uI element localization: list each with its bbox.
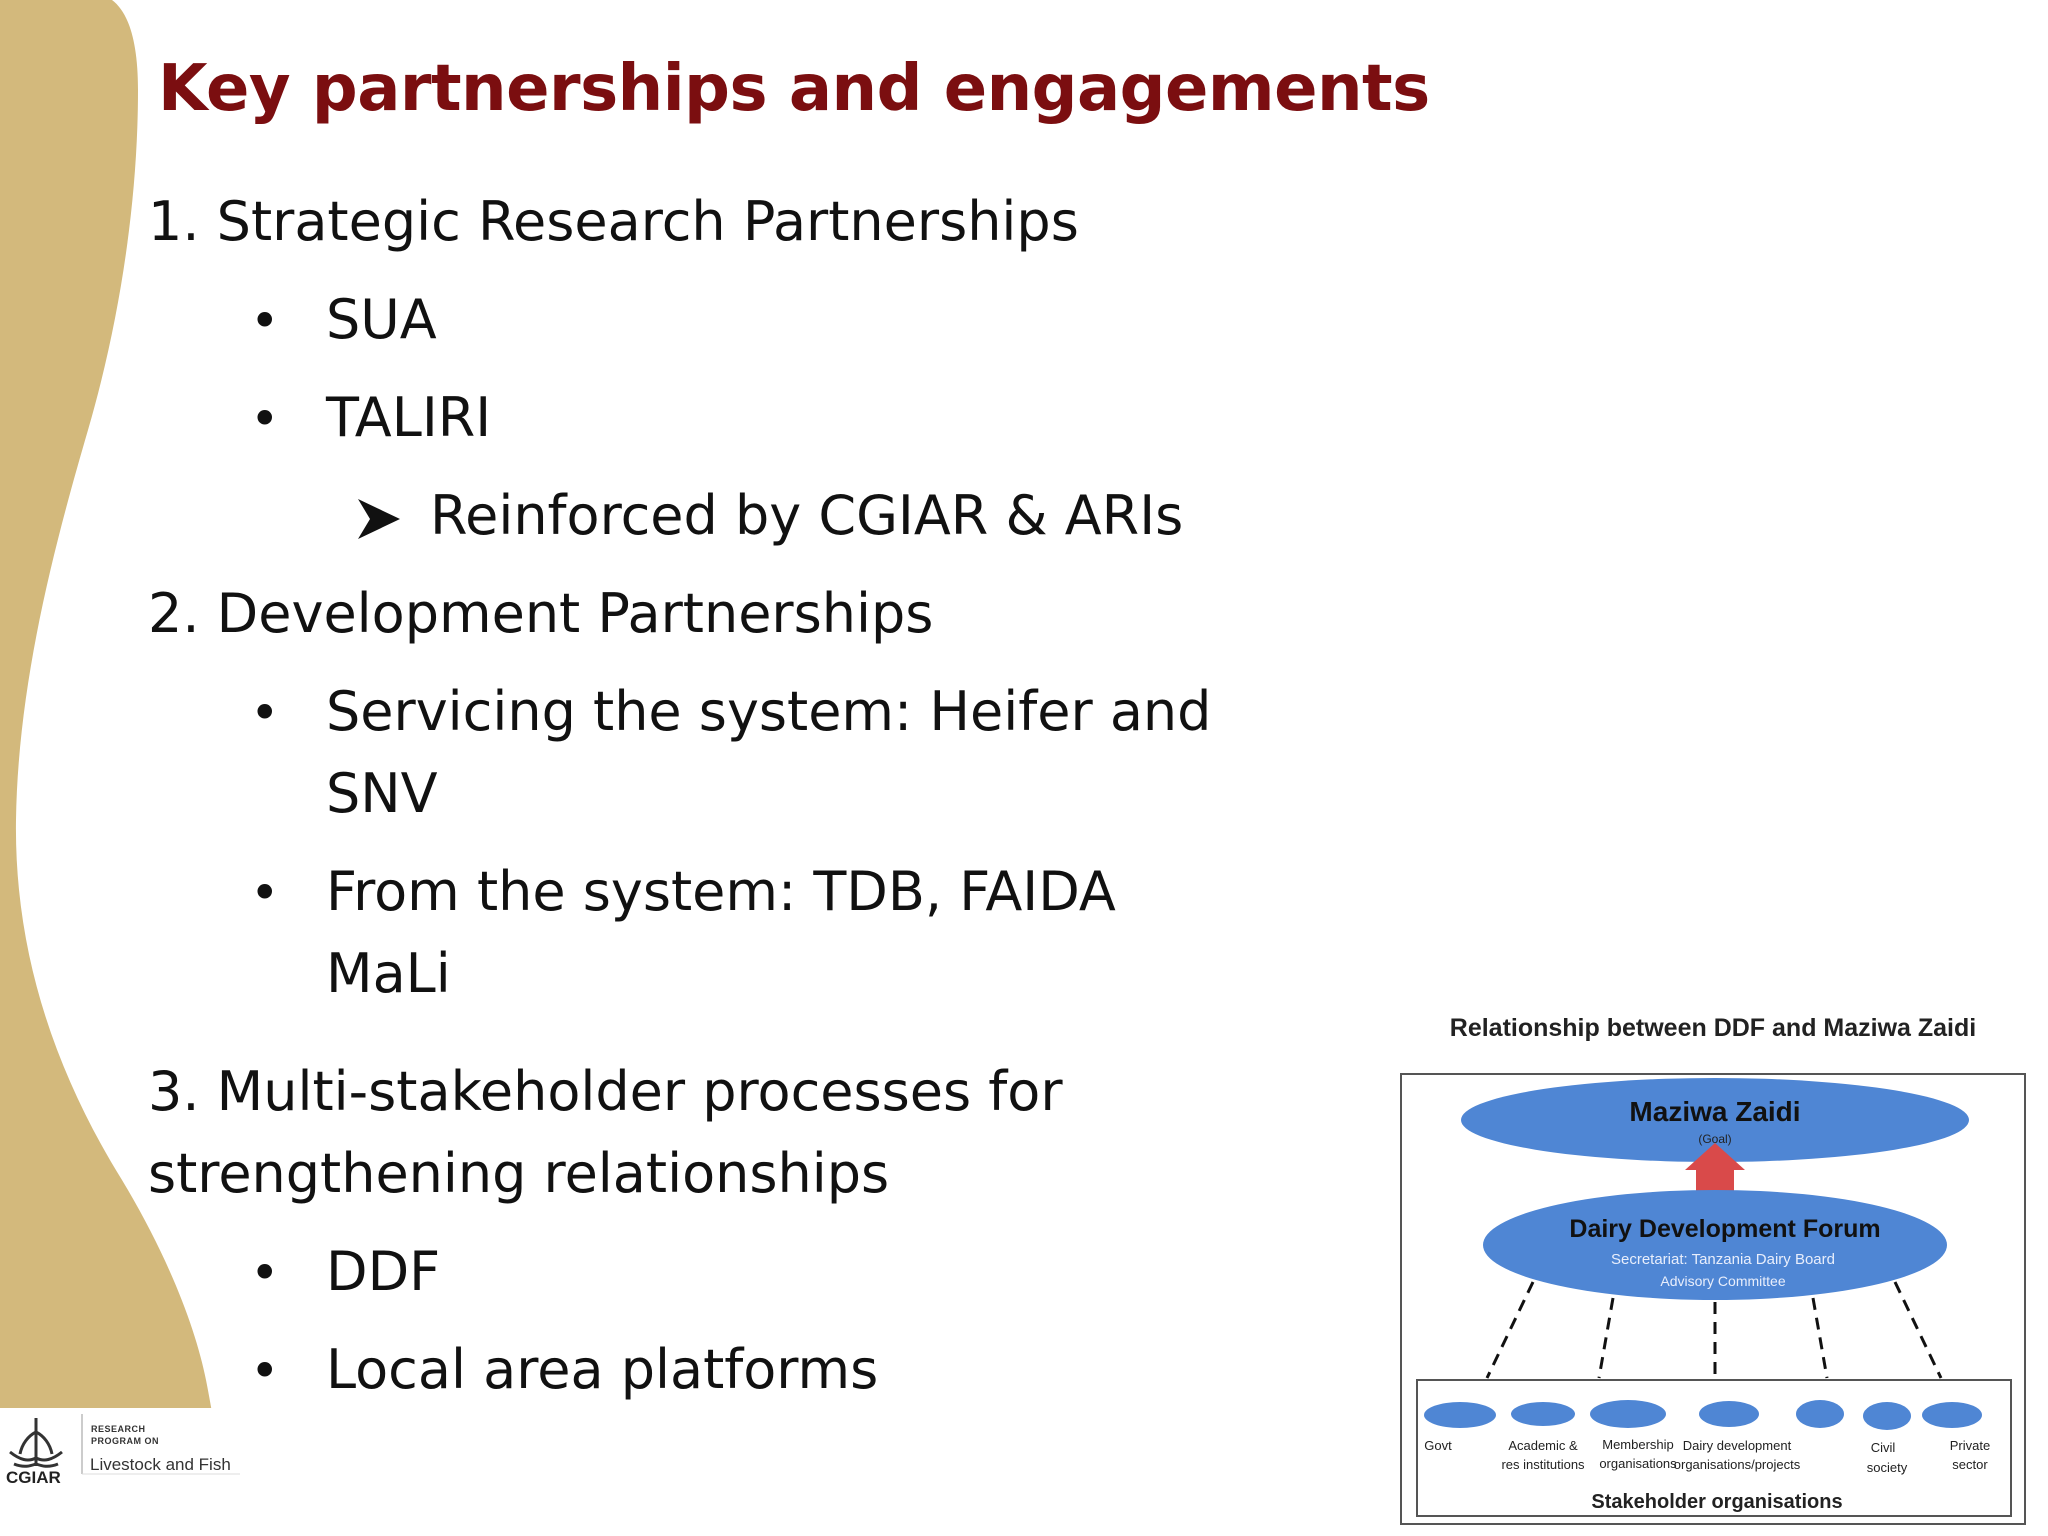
stakeholder-private-line1: Private: [1950, 1438, 1990, 1453]
forum-ellipse: [1483, 1190, 1947, 1300]
stakeholder-membership-line2: organisations: [1599, 1456, 1677, 1471]
bullet-icon: •: [250, 1244, 280, 1302]
bullet-tdb-line2: MaLi: [326, 942, 451, 1005]
bullet-sua: SUA: [326, 288, 437, 351]
bullet-icon: •: [250, 390, 280, 448]
logo-text-cgiar: CGIAR: [6, 1468, 61, 1487]
bullet-icon: •: [250, 292, 280, 350]
stakeholder-dairy-line2: organisations/projects: [1674, 1457, 1801, 1472]
stakeholder-ellipse: [1796, 1400, 1844, 1428]
section-heading-2: 2. Development Partnerships: [148, 582, 934, 645]
bullet-local-platforms: Local area platforms: [326, 1338, 879, 1401]
bullet-icon: •: [250, 684, 280, 742]
decorative-side-band: [0, 0, 236, 1536]
section-heading-1: 1. Strategic Research Partnerships: [148, 190, 1079, 253]
slide-title: Key partnerships and engagements: [158, 52, 1430, 126]
arrowhead-bullet-icon: [358, 499, 400, 539]
forum-sub-label-1: Secretariat: Tanzania Dairy Board: [1611, 1251, 1835, 1268]
diagram-title: Relationship between DDF and Maziwa Zaid…: [1450, 1014, 1976, 1042]
stakeholder-civil-line2: society: [1867, 1460, 1908, 1475]
diagram-frame: [1400, 1073, 2026, 1525]
stakeholder-box: [1416, 1379, 2012, 1517]
stakeholder-govt: Govt: [1424, 1438, 1452, 1453]
stakeholder-ellipse: [1424, 1402, 1496, 1428]
section-heading-3-line2: strengthening relationships: [148, 1142, 890, 1205]
dashed-connectors: [1485, 1281, 1943, 1379]
stakeholder-footer: Stakeholder organisations: [1591, 1491, 1842, 1513]
up-arrow-icon: [1685, 1143, 1745, 1197]
bullet-ddf: DDF: [326, 1240, 441, 1303]
logo-text-program: PROGRAM ON: [91, 1436, 159, 1446]
stakeholder-dairy-line1: Dairy development: [1683, 1438, 1792, 1453]
section-heading-3-line1: 3. Multi-stakeholder processes for: [148, 1060, 1063, 1123]
logo-text-livestock: Livestock and Fish: [90, 1455, 231, 1474]
stakeholder-ellipse: [1922, 1402, 1982, 1428]
goal-sub-label: (Goal): [1698, 1132, 1731, 1146]
forum-sub-label-2: Advisory Committee: [1660, 1273, 1785, 1289]
bullet-icon: •: [250, 864, 280, 922]
sub-bullet-cgiar: Reinforced by CGIAR & ARIs: [430, 484, 1184, 547]
stakeholder-private-line2: sector: [1952, 1457, 1988, 1472]
bullet-heifer-line2: SNV: [326, 762, 438, 825]
forum-label: Dairy Development Forum: [1569, 1215, 1880, 1243]
bullet-heifer-line1: Servicing the system: Heifer and: [326, 680, 1212, 743]
relationship-diagram: Relationship between DDF and Maziwa Zaid…: [1395, 1000, 2035, 1530]
stakeholder-ellipse: [1699, 1401, 1759, 1427]
stakeholder-ellipse: [1511, 1402, 1575, 1426]
stakeholder-civil-line1: Civil: [1871, 1440, 1896, 1455]
stakeholder-academic-line2: res institutions: [1501, 1457, 1585, 1472]
bullet-icon: •: [250, 1342, 280, 1400]
stakeholder-academic-line1: Academic &: [1508, 1438, 1578, 1453]
stakeholder-ellipse: [1863, 1402, 1911, 1430]
goal-ellipse: [1461, 1078, 1969, 1162]
goal-label: Maziwa Zaidi: [1629, 1096, 1800, 1127]
logo-text-research: RESEARCH: [91, 1424, 146, 1434]
stakeholder-ellipse: [1590, 1400, 1666, 1428]
stakeholder-membership-line1: Membership: [1602, 1437, 1674, 1452]
bullet-taliri: TALIRI: [326, 386, 492, 449]
bullet-tdb-line1: From the system: TDB, FAIDA: [326, 860, 1116, 923]
